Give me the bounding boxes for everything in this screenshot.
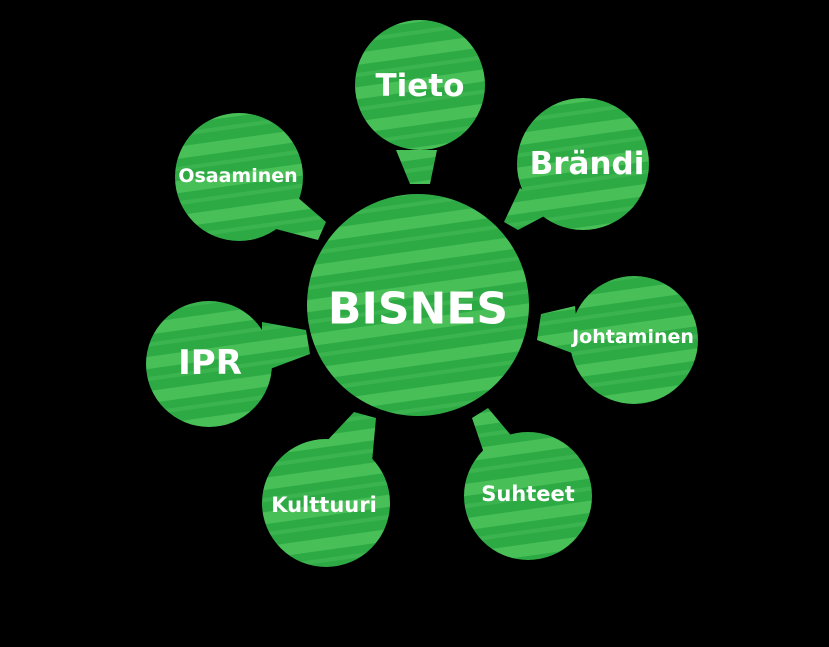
node-ipr-circle <box>146 301 272 427</box>
center-node: BISNES <box>307 194 529 416</box>
node-brandi-circle <box>517 98 649 230</box>
center-circle <box>307 194 529 416</box>
node-kulttuuri-label: Kulttuuri <box>271 493 377 517</box>
node-brandi-pointer <box>504 188 552 230</box>
node-kulttuuri: Kulttuuri <box>262 412 390 567</box>
center-label: BISNES <box>328 284 508 335</box>
node-suhteet-label: Suhteet <box>481 482 575 506</box>
node-tieto-circle <box>355 20 485 150</box>
node-johtaminen-pointer <box>537 306 580 356</box>
node-tieto-label: Tieto <box>376 68 465 104</box>
node-kulttuuri-pointer <box>324 412 376 462</box>
node-johtaminen: Johtaminen <box>537 276 698 404</box>
node-suhteet: Suhteet <box>464 408 592 560</box>
node-brandi: Brändi <box>504 98 649 230</box>
node-johtaminen-circle <box>570 276 698 404</box>
node-osaaminen-circle <box>175 113 303 241</box>
node-osaaminen-label: Osaaminen <box>178 165 297 187</box>
node-kulttuuri-circle <box>262 439 390 567</box>
node-osaaminen-pointer <box>272 196 326 240</box>
node-suhteet-circle <box>464 432 592 560</box>
node-tieto-pointer <box>396 150 437 184</box>
node-ipr-label: IPR <box>178 343 242 383</box>
node-ipr-pointer <box>262 322 310 372</box>
node-tieto: Tieto <box>355 20 485 184</box>
node-ipr: IPR <box>146 301 310 427</box>
node-brandi-label: Brändi <box>530 146 645 182</box>
node-johtaminen-label: Johtaminen <box>570 326 694 348</box>
node-osaaminen: Osaaminen <box>175 113 326 241</box>
